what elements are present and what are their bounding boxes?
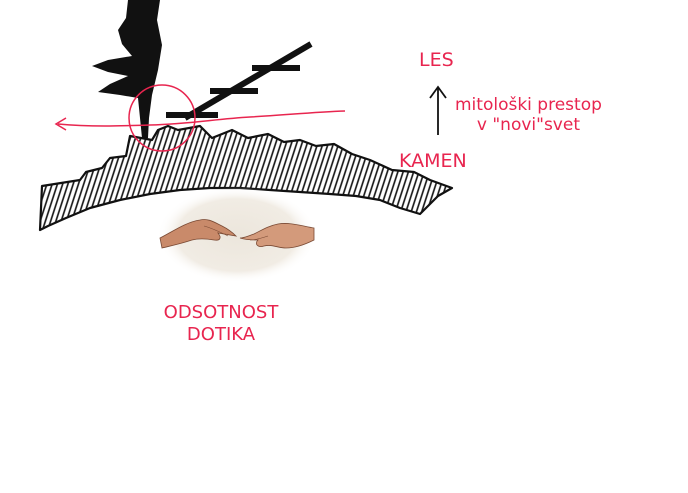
figure-silhouette — [92, 0, 162, 138]
staircase — [166, 44, 311, 118]
label-les: LES — [419, 51, 454, 70]
arrow-up-icon — [430, 87, 446, 135]
hands-image — [157, 187, 317, 283]
label-mythological-line1: mitološki prestop — [455, 95, 602, 115]
label-mythological-transition: mitološki prestop v "novi"svet — [455, 95, 602, 135]
label-absence-of-touch: ODSOTNOST DOTIKA — [150, 302, 292, 346]
label-absence-line1: ODSOTNOST — [150, 302, 292, 324]
label-absence-line2: DOTIKA — [150, 324, 292, 346]
label-mythological-line2: v "novi"svet — [455, 115, 602, 135]
label-kamen: KAMEN — [399, 152, 467, 171]
